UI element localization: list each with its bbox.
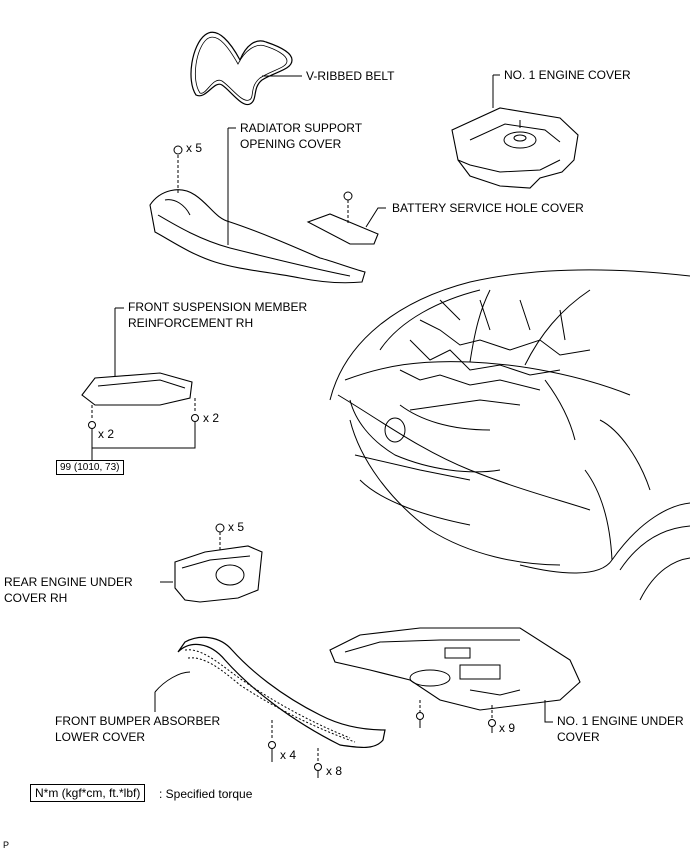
label-engine-under-cover-line1: NO. 1 ENGINE UNDER	[557, 714, 684, 728]
qty-rear-cover-clips: x 5	[228, 520, 245, 534]
label-suspension-line2: REINFORCEMENT RH	[128, 316, 254, 330]
engine-cover-drawing	[451, 74, 579, 189]
qty-radiator-clips: x 5	[186, 141, 203, 155]
qty-bumper-clips: x 8	[326, 764, 343, 778]
label-v-ribbed-belt: V-RIBBED BELT	[306, 69, 395, 83]
qty-suspension-bolt-left: x 2	[98, 427, 115, 441]
label-suspension-line1: FRONT SUSPENSION MEMBER	[128, 300, 308, 314]
corner-mark: P	[3, 840, 10, 850]
torque-spec-box: 99 (1010, 73)	[56, 460, 124, 475]
label-no1-engine-cover: NO. 1 ENGINE COVER	[504, 68, 631, 82]
label-radiator-support-line1: RADIATOR SUPPORT	[240, 121, 363, 135]
legend-torque-box: N*m (kgf*cm, ft.*lbf)	[30, 784, 146, 802]
radiator-support-cover-drawing	[149, 127, 366, 284]
v-ribbed-belt-drawing	[190, 31, 302, 106]
battery-service-hole-cover-drawing	[306, 191, 386, 245]
label-rear-under-cover-line2: COVER RH	[4, 591, 68, 605]
qty-bumper-bolts: x 4	[280, 748, 297, 762]
car-front-drawing	[329, 269, 690, 601]
label-radiator-support-line2: OPENING COVER	[240, 137, 342, 151]
label-rear-under-cover-line1: REAR ENGINE UNDER	[4, 575, 133, 589]
label-engine-under-cover-line2: COVER	[557, 730, 600, 744]
rear-under-cover-drawing	[160, 523, 263, 603]
legend-torque-text: : Specified torque	[159, 787, 253, 801]
suspension-reinforcement-drawing	[81, 307, 199, 460]
qty-suspension-bolt-right: x 2	[203, 411, 220, 425]
label-bumper-absorber-line1: FRONT BUMPER ABSORBER	[55, 714, 221, 728]
label-bumper-absorber-line2: LOWER COVER	[55, 730, 146, 744]
bumper-absorber-drawing	[154, 636, 386, 778]
label-battery-service-hole-cover: BATTERY SERVICE HOLE COVER	[392, 201, 584, 215]
qty-under-cover-clips: x 9	[499, 721, 516, 735]
engine-under-cover-drawing	[329, 627, 581, 733]
